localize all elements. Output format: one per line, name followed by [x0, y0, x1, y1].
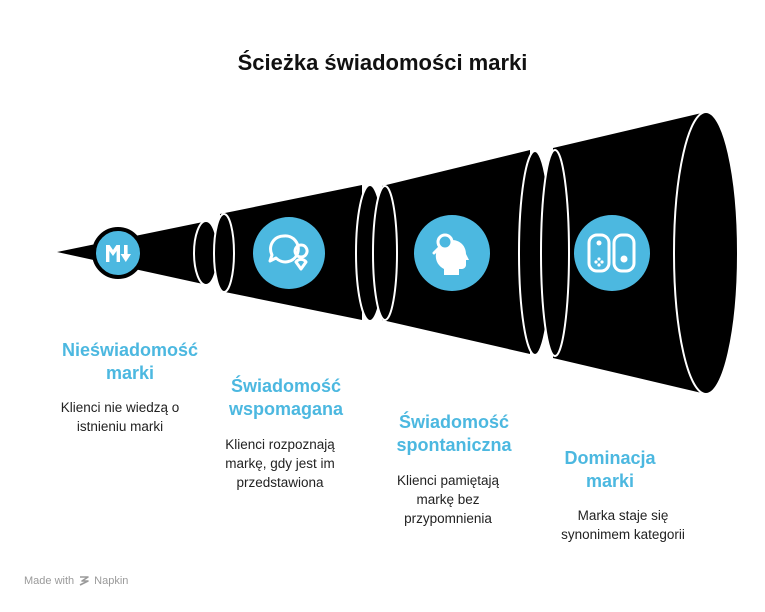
funnel-segment-3	[372, 150, 552, 356]
head-search-icon	[432, 233, 469, 275]
footer-text: Made with	[24, 575, 75, 587]
stage-2-desc-line3: przedstawiona	[236, 475, 324, 490]
stage-1-title-line1: Nieświadomość	[61, 340, 199, 360]
funnel-ring-4-start	[540, 149, 570, 357]
funnel-ring-2-start	[213, 213, 235, 293]
funnel-ring-4-end	[673, 111, 739, 395]
stage-3-desc-line3: przypomnienia	[404, 511, 492, 526]
stage-2-desc-line2: markę, gdy jest im	[225, 456, 335, 471]
funnel-ring-3-start	[372, 185, 398, 321]
stage-1-description: Klienci nie wiedzą o istnieniu marki	[30, 398, 210, 436]
stage-4-desc-line1: Marka staje się	[577, 508, 669, 523]
stage-4-title-line1: Dominacja	[564, 448, 656, 468]
stage-4-desc-line2: synonimem kategorii	[561, 527, 685, 542]
funnel-segment-4	[540, 111, 739, 395]
napkin-logo-icon	[79, 576, 89, 586]
stage-3-desc-line1: Klienci pamiętają	[396, 473, 500, 488]
stage-1-desc-line1: Klienci nie wiedzą o	[60, 400, 180, 415]
stage-4-title: Dominacja marki	[520, 447, 700, 493]
stage-1-title-line2: marki	[105, 363, 155, 383]
made-with-footer[interactable]: Made with Napkin	[24, 575, 128, 587]
stage-3-desc-line2: markę bez	[416, 492, 480, 507]
stage-3-title: Świadomość spontaniczna	[364, 411, 544, 457]
stage-4-description: Marka staje się synonimem kategorii	[533, 506, 713, 544]
stage-3-description: Klienci pamiętają markę bez przypomnieni…	[358, 471, 538, 528]
game-controller-icon	[587, 233, 636, 273]
funnel-segment-2	[213, 184, 385, 322]
stage-3-title-line1: Świadomość	[398, 412, 510, 432]
stage-1-title: Nieświadomość marki	[40, 339, 220, 385]
stage-4-title-line2: marki	[585, 471, 635, 491]
stage-2-desc-line1: Klienci rozpoznają	[225, 437, 335, 452]
markdown-down-arrow-icon	[106, 245, 131, 262]
stage-2-title-line1: Świadomość	[230, 376, 342, 396]
stage-2-title-line2: wspomagana	[228, 399, 344, 419]
chat-location-icon	[268, 234, 309, 271]
stage-icon-circle-4	[574, 215, 650, 291]
stage-2-description: Klienci rozpoznają markę, gdy jest im pr…	[190, 435, 370, 492]
stage-1-desc-line2: istnieniu marki	[76, 419, 164, 434]
footer-brand: Napkin	[94, 575, 129, 587]
stage-icon-circle-2	[253, 217, 325, 289]
stage-3-title-line2: spontaniczna	[396, 435, 512, 455]
funnel-segment-1	[57, 220, 219, 286]
diagram-title: Ścieżka świadomości marki	[237, 50, 528, 75]
stage-2-title: Świadomość wspomagana	[196, 375, 376, 421]
